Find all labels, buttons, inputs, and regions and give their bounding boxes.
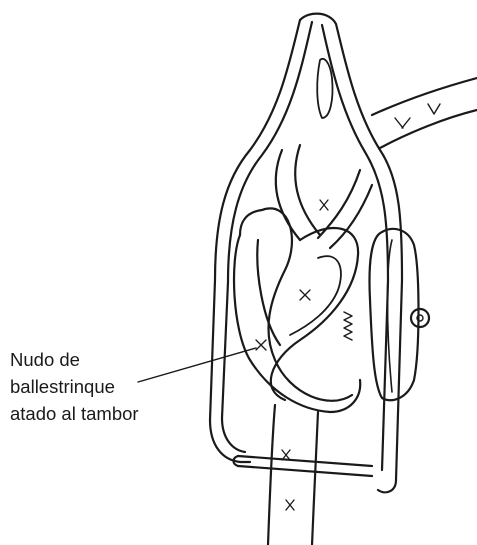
axle-bar [234,456,373,476]
upper-rope [372,78,477,148]
rope-loops [234,145,372,412]
annotation-line-2: ballestrinque [10,373,139,400]
annotation-line-1: Nudo de [10,346,139,373]
knot-annotation: Nudo de ballestrinque atado al tambor [10,346,139,427]
lower-rope [268,405,318,545]
annotation-line-3: atado al tambor [10,400,139,427]
leader-line [138,348,256,382]
pulley-frame [210,14,402,493]
